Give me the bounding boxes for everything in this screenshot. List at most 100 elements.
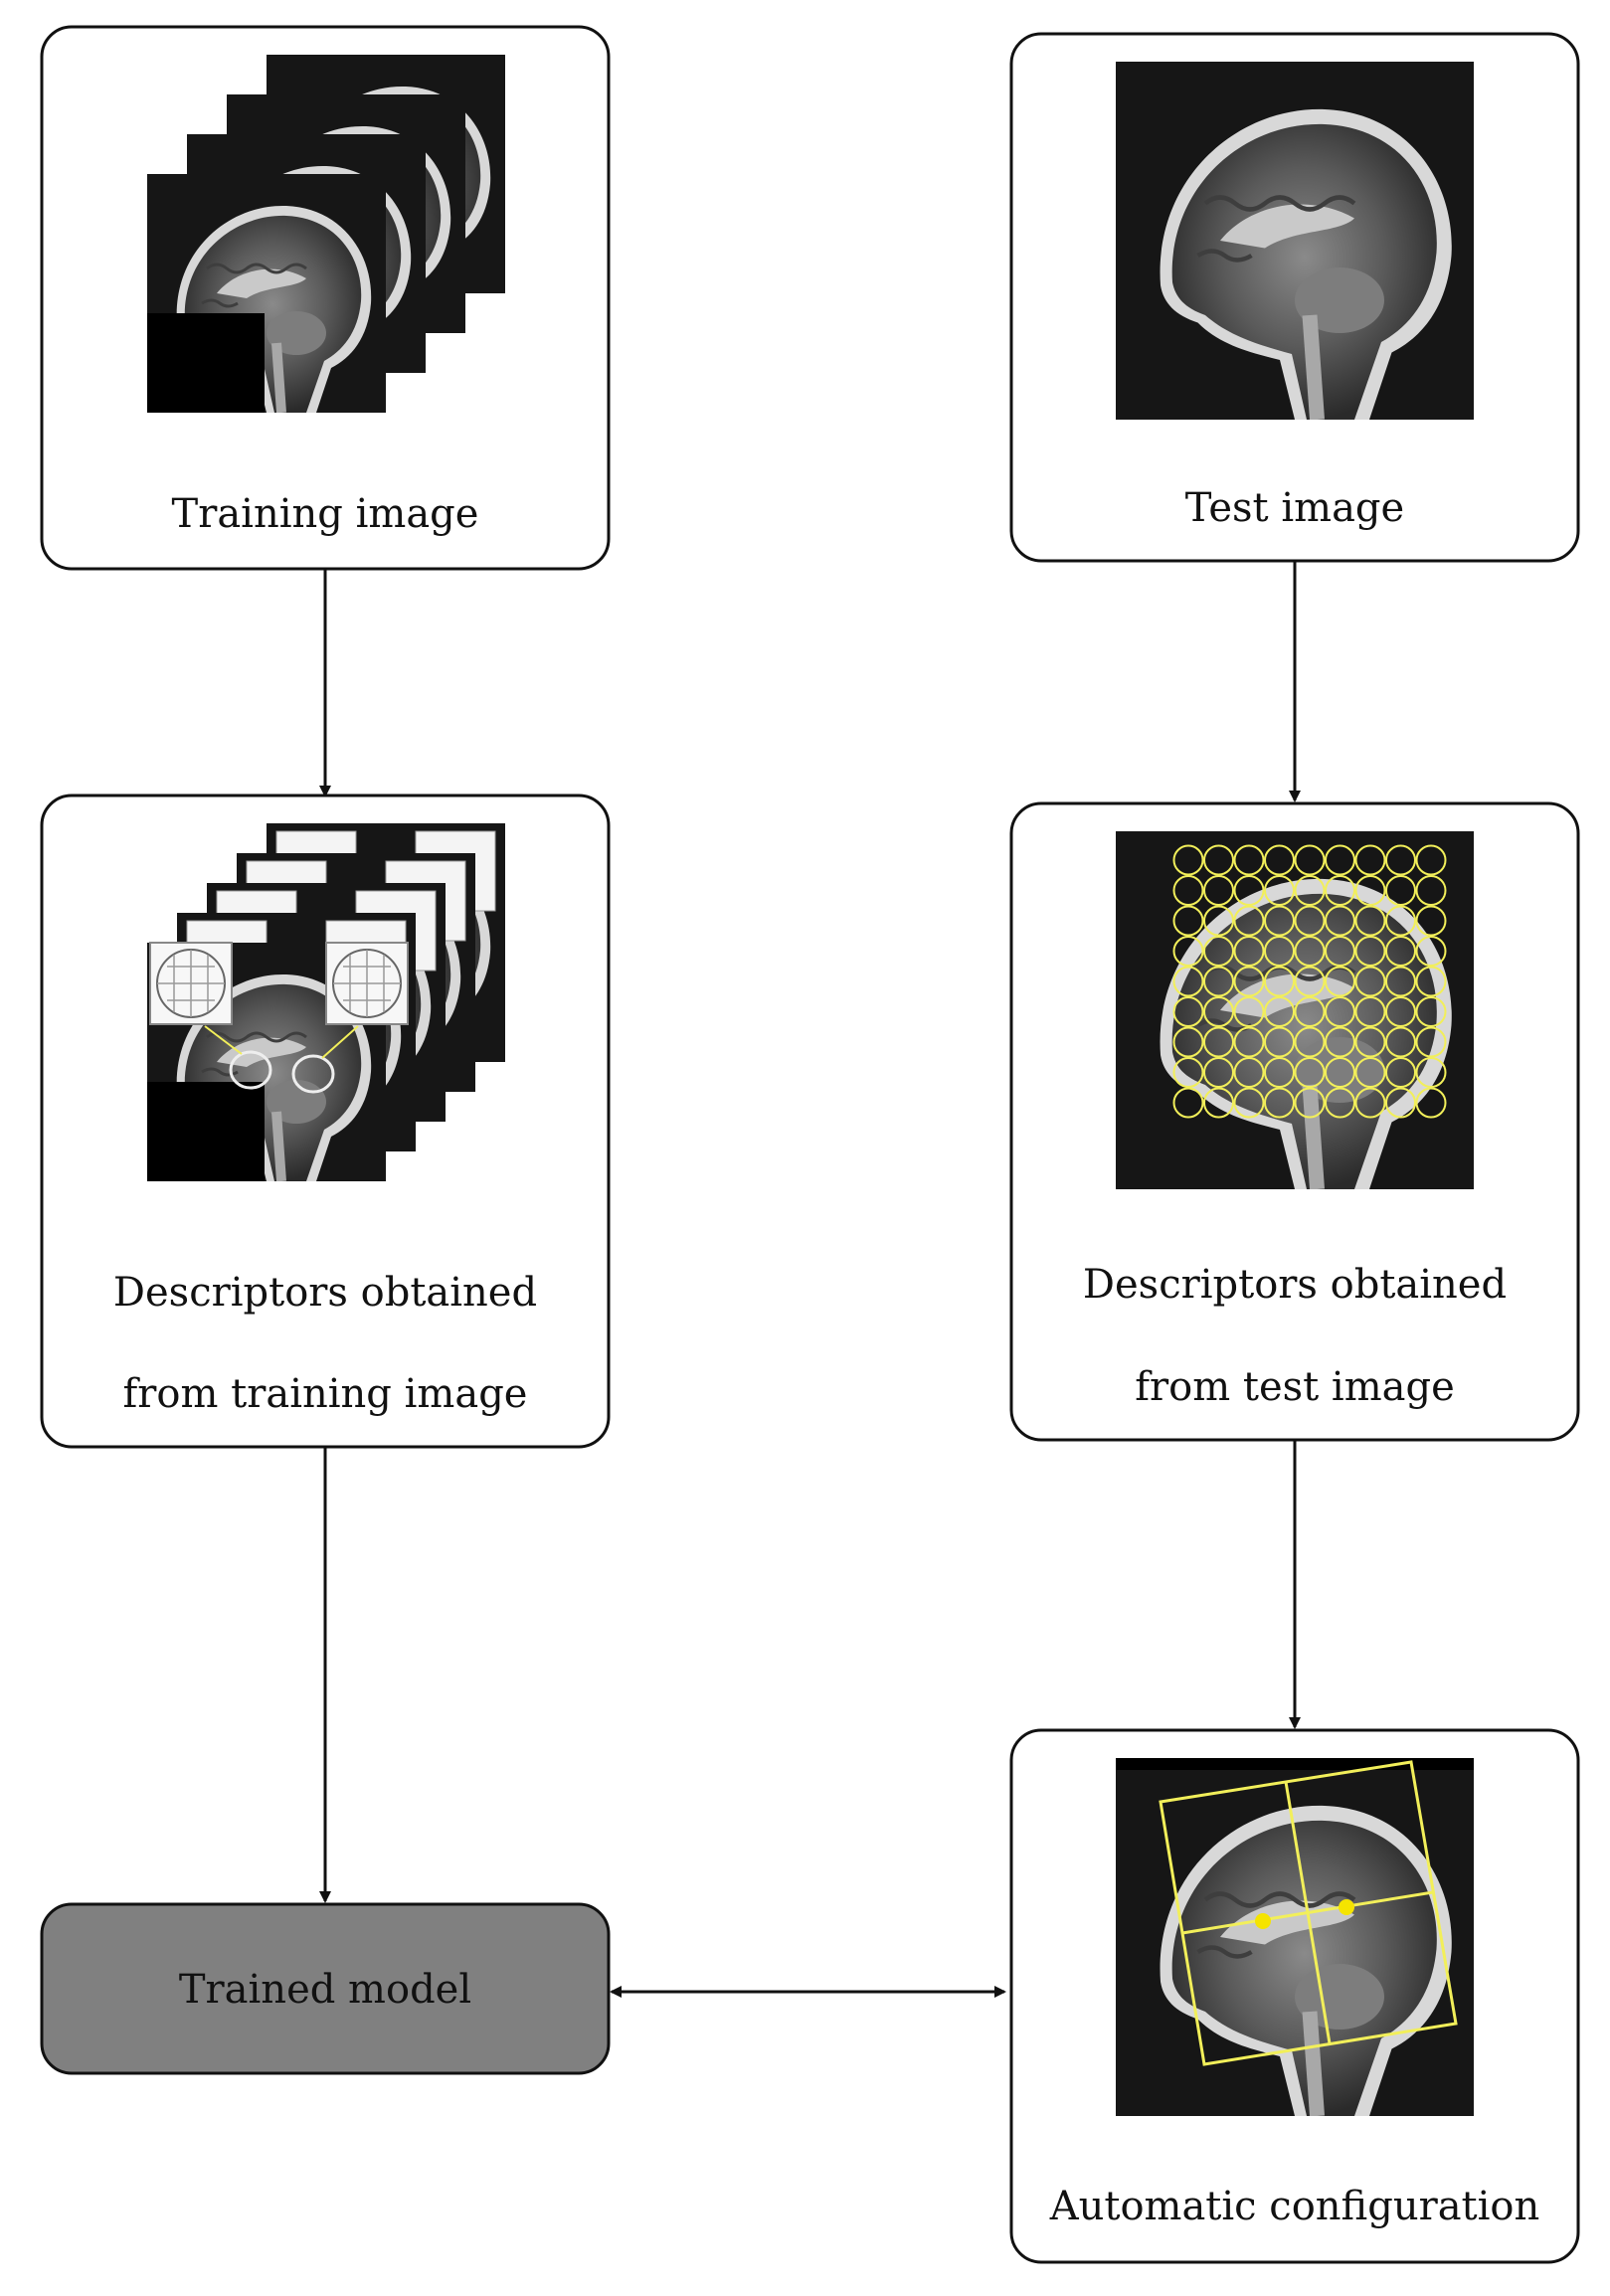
training-image-stack bbox=[147, 55, 505, 413]
automatic-configuration-node: Automatic configuration bbox=[1009, 1728, 1580, 2264]
automatic-configuration-label: Automatic configuration bbox=[1049, 2184, 1540, 2229]
descriptor-circle bbox=[1294, 1087, 1326, 1119]
descriptor-circle bbox=[1203, 1057, 1234, 1088]
keypoint-circle-left bbox=[229, 1050, 272, 1090]
descriptor-circle bbox=[1264, 1057, 1295, 1088]
descriptor-circle bbox=[1294, 1026, 1326, 1058]
descriptor-circle bbox=[1354, 875, 1386, 906]
descriptor-circle bbox=[1233, 936, 1265, 967]
configuration-overlay bbox=[1159, 1760, 1458, 2066]
descriptor-circle bbox=[1385, 966, 1416, 997]
descriptor-circle bbox=[1415, 875, 1447, 906]
descriptor-circle bbox=[1385, 844, 1416, 876]
descriptors-test-node: Descriptors obtained from test image bbox=[1009, 801, 1580, 1442]
descriptor-circle bbox=[1203, 966, 1234, 997]
descriptor-circle bbox=[1203, 996, 1234, 1027]
test-image-label: Test image bbox=[1185, 485, 1404, 531]
descriptor-circle bbox=[1415, 844, 1447, 876]
descriptor-circle bbox=[1294, 966, 1326, 997]
descriptor-circle bbox=[1294, 875, 1326, 906]
descriptor-circle bbox=[1172, 966, 1204, 997]
descriptor-circle bbox=[1354, 966, 1386, 997]
descriptor-circle bbox=[1264, 936, 1295, 967]
descriptor-circle bbox=[1354, 1026, 1386, 1058]
descriptor-circle bbox=[1203, 936, 1234, 967]
test-image-node: Test image bbox=[1009, 32, 1580, 563]
descriptor-circle bbox=[1233, 1026, 1265, 1058]
training-image-node: Training image bbox=[40, 25, 611, 571]
descriptor-circle bbox=[1325, 936, 1355, 967]
descriptor-circle bbox=[1294, 844, 1326, 876]
descriptor-circle bbox=[1354, 1057, 1386, 1088]
descriptor-circle bbox=[1385, 905, 1416, 937]
descriptor-circle bbox=[1354, 905, 1386, 937]
descriptor-circle bbox=[1264, 1026, 1295, 1058]
descriptor-circle bbox=[1325, 996, 1355, 1027]
descriptor-histogram-left bbox=[149, 942, 233, 1025]
descriptor-circle bbox=[1354, 996, 1386, 1027]
descriptor-circle bbox=[1415, 936, 1447, 967]
descriptor-circle bbox=[1415, 1026, 1447, 1058]
descriptor-circle bbox=[1172, 936, 1204, 967]
descriptor-circle bbox=[1233, 1087, 1265, 1119]
descriptor-circle bbox=[1203, 1087, 1234, 1119]
test-image-mri bbox=[1116, 62, 1474, 420]
descriptors-training-label-line2: from training image bbox=[123, 1371, 528, 1417]
descriptor-circle bbox=[1415, 966, 1447, 997]
descriptor-circle bbox=[1385, 1087, 1416, 1119]
descriptor-circle bbox=[1294, 936, 1326, 967]
descriptor-circle bbox=[1415, 1057, 1447, 1088]
descriptors-training-stack bbox=[147, 823, 505, 1181]
descriptor-circle bbox=[1233, 875, 1265, 906]
descriptor-circle bbox=[1294, 996, 1326, 1027]
landmark-point-2 bbox=[1339, 1899, 1354, 1915]
descriptor-circle bbox=[1325, 844, 1355, 876]
descriptor-circle bbox=[1233, 966, 1265, 997]
descriptor-circle bbox=[1172, 1026, 1204, 1058]
descriptors-training-front-slice bbox=[147, 942, 409, 1181]
descriptor-circle bbox=[1172, 1087, 1204, 1119]
descriptor-circle bbox=[1264, 1087, 1295, 1119]
descriptor-circle bbox=[1325, 905, 1355, 937]
descriptor-circle bbox=[1172, 875, 1204, 906]
descriptor-circle bbox=[1172, 905, 1204, 937]
descriptor-circle bbox=[1203, 844, 1234, 876]
descriptor-circle bbox=[1325, 1087, 1355, 1119]
descriptor-circle bbox=[1203, 905, 1234, 937]
descriptor-circle bbox=[1415, 1087, 1447, 1119]
descriptor-circle bbox=[1264, 996, 1295, 1027]
descriptor-circle bbox=[1172, 844, 1204, 876]
descriptor-circle bbox=[1385, 996, 1416, 1027]
descriptor-circle bbox=[1325, 1057, 1355, 1088]
descriptor-circle bbox=[1354, 844, 1386, 876]
descriptor-circle-grid bbox=[1172, 844, 1447, 1119]
descriptor-circle bbox=[1172, 1057, 1204, 1088]
descriptor-circle bbox=[1415, 905, 1447, 937]
descriptor-circle bbox=[1233, 905, 1265, 937]
descriptor-circle bbox=[1294, 905, 1326, 937]
descriptors-test-label-line2: from test image bbox=[1135, 1364, 1455, 1410]
keypoint-circle-right bbox=[291, 1054, 335, 1094]
descriptor-circle bbox=[1294, 1057, 1326, 1088]
descriptor-circle bbox=[1203, 1026, 1234, 1058]
descriptor-circle bbox=[1385, 1057, 1416, 1088]
descriptor-circle bbox=[1325, 966, 1355, 997]
descriptor-circle bbox=[1264, 844, 1295, 876]
trained-model-label: Trained model bbox=[179, 1967, 471, 2013]
descriptor-circle bbox=[1385, 1026, 1416, 1058]
descriptors-training-label-line1: Descriptors obtained bbox=[113, 1270, 537, 1316]
descriptor-circle bbox=[1354, 936, 1386, 967]
descriptor-circle bbox=[1325, 875, 1355, 906]
descriptor-circle bbox=[1354, 1087, 1386, 1119]
descriptor-circle bbox=[1172, 996, 1204, 1027]
descriptors-test-label-line1: Descriptors obtained bbox=[1083, 1262, 1507, 1308]
descriptor-circle bbox=[1233, 1057, 1265, 1088]
trained-model-node: Trained model bbox=[40, 1902, 611, 2075]
descriptor-circle bbox=[1233, 844, 1265, 876]
descriptor-circle bbox=[1325, 1026, 1355, 1058]
training-image-label: Training image bbox=[172, 491, 479, 537]
configuration-horizontal-line bbox=[1181, 1890, 1434, 1935]
descriptor-circle bbox=[1264, 966, 1295, 997]
descriptor-circle bbox=[1385, 936, 1416, 967]
